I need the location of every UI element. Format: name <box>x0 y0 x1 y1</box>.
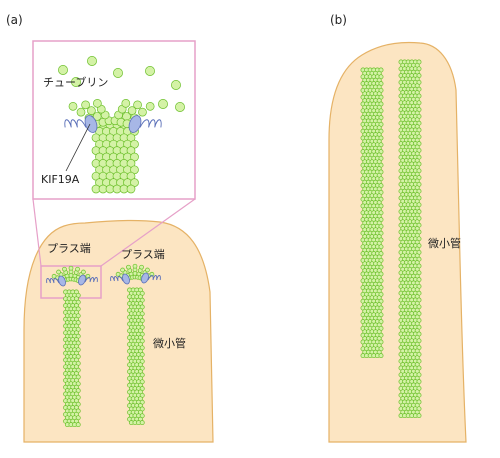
microtubule-label-a: 微小管 <box>153 336 186 350</box>
tubulin-dimer <box>138 107 147 117</box>
microtubule-b-left <box>360 67 384 359</box>
tubulin-dimer <box>149 271 155 277</box>
tubulin-dimer <box>121 98 131 108</box>
tubulin-dimer <box>145 101 155 111</box>
tubulin-dimer <box>139 264 144 270</box>
plus-end-label-left: プラス端 <box>47 242 91 255</box>
tubulin-dimer <box>87 106 96 116</box>
tubulin-dimer <box>51 273 57 279</box>
tubulin-label: チューブリン <box>43 75 108 89</box>
panel-a-label: (a) <box>6 13 23 27</box>
tubulin-dimer <box>81 100 90 110</box>
kif19a-coil <box>64 119 87 128</box>
kif19a-pointer <box>65 123 91 172</box>
kif19a-label: KIF19A <box>41 173 80 186</box>
microtubule-b-right <box>398 59 422 419</box>
tubulin-dimer <box>133 100 142 110</box>
tubulin-dimer <box>132 263 138 269</box>
free-tubulin <box>145 66 155 76</box>
tubulin-dimer <box>62 266 67 272</box>
microtubule-label-b: 微小管 <box>428 236 461 250</box>
tubulin-dimer <box>75 266 80 272</box>
kif19a-coil <box>110 276 124 282</box>
microtubule-a-left <box>51 265 91 428</box>
tubulin-dimer <box>120 267 125 273</box>
panel-b-label: (b) <box>330 13 347 27</box>
zoom-connector-left <box>32 198 42 267</box>
tubulin-dimer <box>126 264 131 270</box>
free-tubulin <box>87 56 97 66</box>
free-tubulin <box>113 68 123 78</box>
zoom-connector-right <box>100 198 196 267</box>
tubulin-dimer <box>145 267 150 273</box>
free-tubulin <box>58 65 68 75</box>
kif19a-coil <box>46 278 60 284</box>
kif19a-coil <box>147 275 161 281</box>
tubulin-dimer <box>68 265 74 271</box>
tubulin-dimer <box>115 271 121 277</box>
tubulin-dimer <box>81 269 86 275</box>
kif19a-motor-head <box>128 115 142 133</box>
tubulin-dimer <box>56 269 61 275</box>
tubulin-dimer <box>139 420 145 426</box>
kif19a-coil <box>84 277 98 283</box>
free-tubulin <box>71 77 81 87</box>
tubulin-dimer <box>416 413 422 419</box>
tubulin-dimer <box>68 101 78 111</box>
tubulin-dimer <box>76 107 86 117</box>
tubulin-dimer <box>75 422 81 428</box>
tubulin-dimer <box>93 98 102 108</box>
free-tubulin <box>171 80 181 90</box>
kif19a-coil <box>139 119 162 128</box>
tubulin-dimer <box>378 353 384 359</box>
free-tubulin <box>158 99 168 109</box>
free-tubulin <box>175 102 185 112</box>
plus-end-label-right: プラス端 <box>121 248 165 261</box>
tubulin-dimer <box>126 184 136 194</box>
